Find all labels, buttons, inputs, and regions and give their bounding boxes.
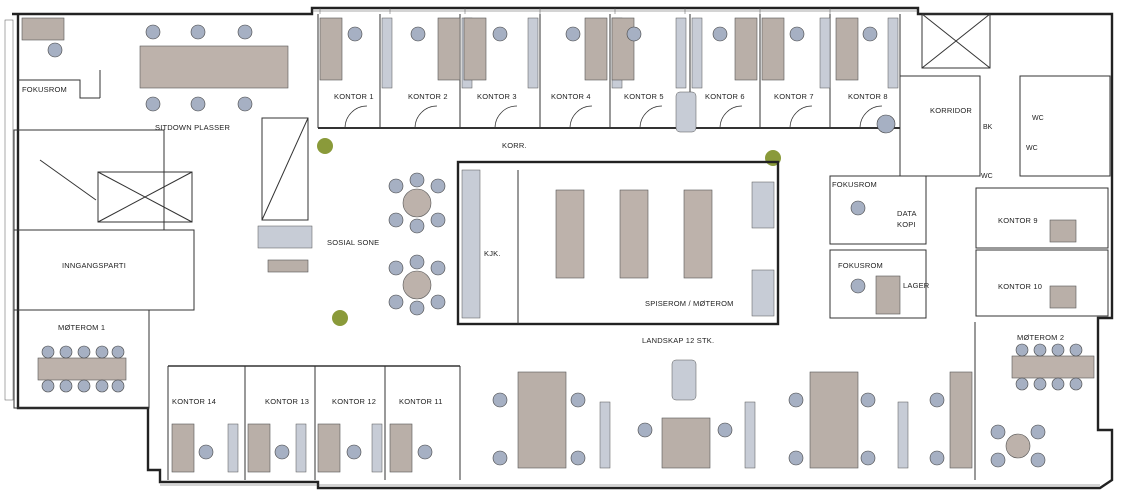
label-kontor11: KONTOR 11 <box>399 397 443 406</box>
label-korr: KORR. <box>502 141 527 150</box>
room-labels: FOKUSROM SITDOWN PLASSER KONTOR 1 KONTOR… <box>22 85 1064 406</box>
bottom-offices <box>167 322 976 480</box>
label-sitdown: SITDOWN PLASSER <box>155 123 230 132</box>
label-moterom1: MØTEROM 1 <box>58 323 105 332</box>
label-kontor7: KONTOR 7 <box>774 92 814 101</box>
label-wc3: WC <box>981 173 993 180</box>
label-kontor9: KONTOR 9 <box>998 216 1038 225</box>
label-kopi: KOPI <box>897 220 916 229</box>
label-kontor3: KONTOR 3 <box>477 92 517 101</box>
label-sosial: SOSIAL SONE <box>327 238 379 247</box>
top-office-walls <box>317 14 901 129</box>
label-inngangsparti: INNGANGSPARTI <box>62 261 126 270</box>
label-lager: LAGER <box>903 281 930 290</box>
bottom-office-furniture <box>171 91 973 473</box>
label-landskap: LANDSKAP 12 STK. <box>642 336 714 345</box>
exterior-walls <box>4 6 1114 490</box>
label-kontor1: KONTOR 1 <box>334 92 374 101</box>
label-data: DATA <box>897 209 917 218</box>
kitchen-dining <box>456 160 780 326</box>
moterom2-furniture <box>990 343 1095 468</box>
label-kjk: KJK. <box>484 249 501 258</box>
east-core <box>829 13 1111 319</box>
label-kontor2: KONTOR 2 <box>408 92 448 101</box>
label-kontor8: KONTOR 8 <box>848 92 888 101</box>
label-kontor13: KONTOR 13 <box>265 397 309 406</box>
label-kontor14: KONTOR 14 <box>172 397 216 406</box>
west-core <box>13 129 195 409</box>
label-kontor12: KONTOR 12 <box>332 397 376 406</box>
label-kontor5: KONTOR 5 <box>624 92 664 101</box>
label-wc1: WC <box>1032 115 1044 122</box>
label-wc2: WC <box>1026 145 1038 152</box>
top-windows <box>160 8 1100 486</box>
moterom1-furniture <box>37 345 127 393</box>
label-fokusrom-nw: FOKUSROM <box>22 85 67 94</box>
top-office-furniture <box>319 17 899 89</box>
nw-zone <box>18 17 289 112</box>
label-kontor10: KONTOR 10 <box>998 282 1042 291</box>
label-fokusrom-low: FOKUSROM <box>838 261 883 270</box>
social-zone-furniture <box>257 117 781 326</box>
label-kontor4: KONTOR 4 <box>551 92 591 101</box>
label-spiserom: SPISEROM / MØTEROM <box>645 299 734 308</box>
top-office-doors <box>344 105 883 129</box>
label-fokusrom-mid: FOKUSROM <box>832 180 877 189</box>
label-korridor: KORRIDOR <box>930 106 972 115</box>
label-moterom2: MØTEROM 2 <box>1017 333 1064 342</box>
label-kontor6: KONTOR 6 <box>705 92 745 101</box>
label-bk: BK <box>983 124 993 131</box>
